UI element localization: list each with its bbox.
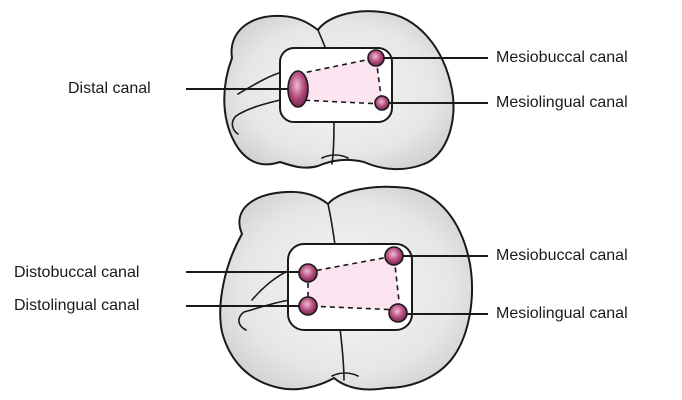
lower-distobuccal-canal-orifice — [299, 264, 317, 282]
lower-mesiolingual-canal-orifice — [389, 304, 407, 322]
upper-mesiobuccal-canal-orifice — [368, 50, 384, 66]
lower-tooth — [186, 187, 488, 390]
upper-tooth — [186, 11, 488, 169]
upper-mesiolingual-canal-orifice — [375, 96, 389, 110]
upper-distal-canal-orifice — [288, 71, 308, 107]
upper-distal-canal-label: Distal canal — [68, 80, 151, 98]
lower-distolingual-canal-label: Distolingual canal — [14, 297, 139, 315]
lower-mesiolingual-canal-label: Mesiolingual canal — [496, 305, 628, 323]
upper-mesiolingual-canal-label: Mesiolingual canal — [496, 94, 628, 112]
lower-distobuccal-canal-label: Distobuccal canal — [14, 264, 139, 282]
lower-distolingual-canal-orifice — [299, 297, 317, 315]
lower-mesiobuccal-canal-label: Mesiobuccal canal — [496, 247, 628, 265]
lower-mesiobuccal-canal-orifice — [385, 247, 403, 265]
upper-mesiobuccal-canal-label: Mesiobuccal canal — [496, 49, 628, 67]
